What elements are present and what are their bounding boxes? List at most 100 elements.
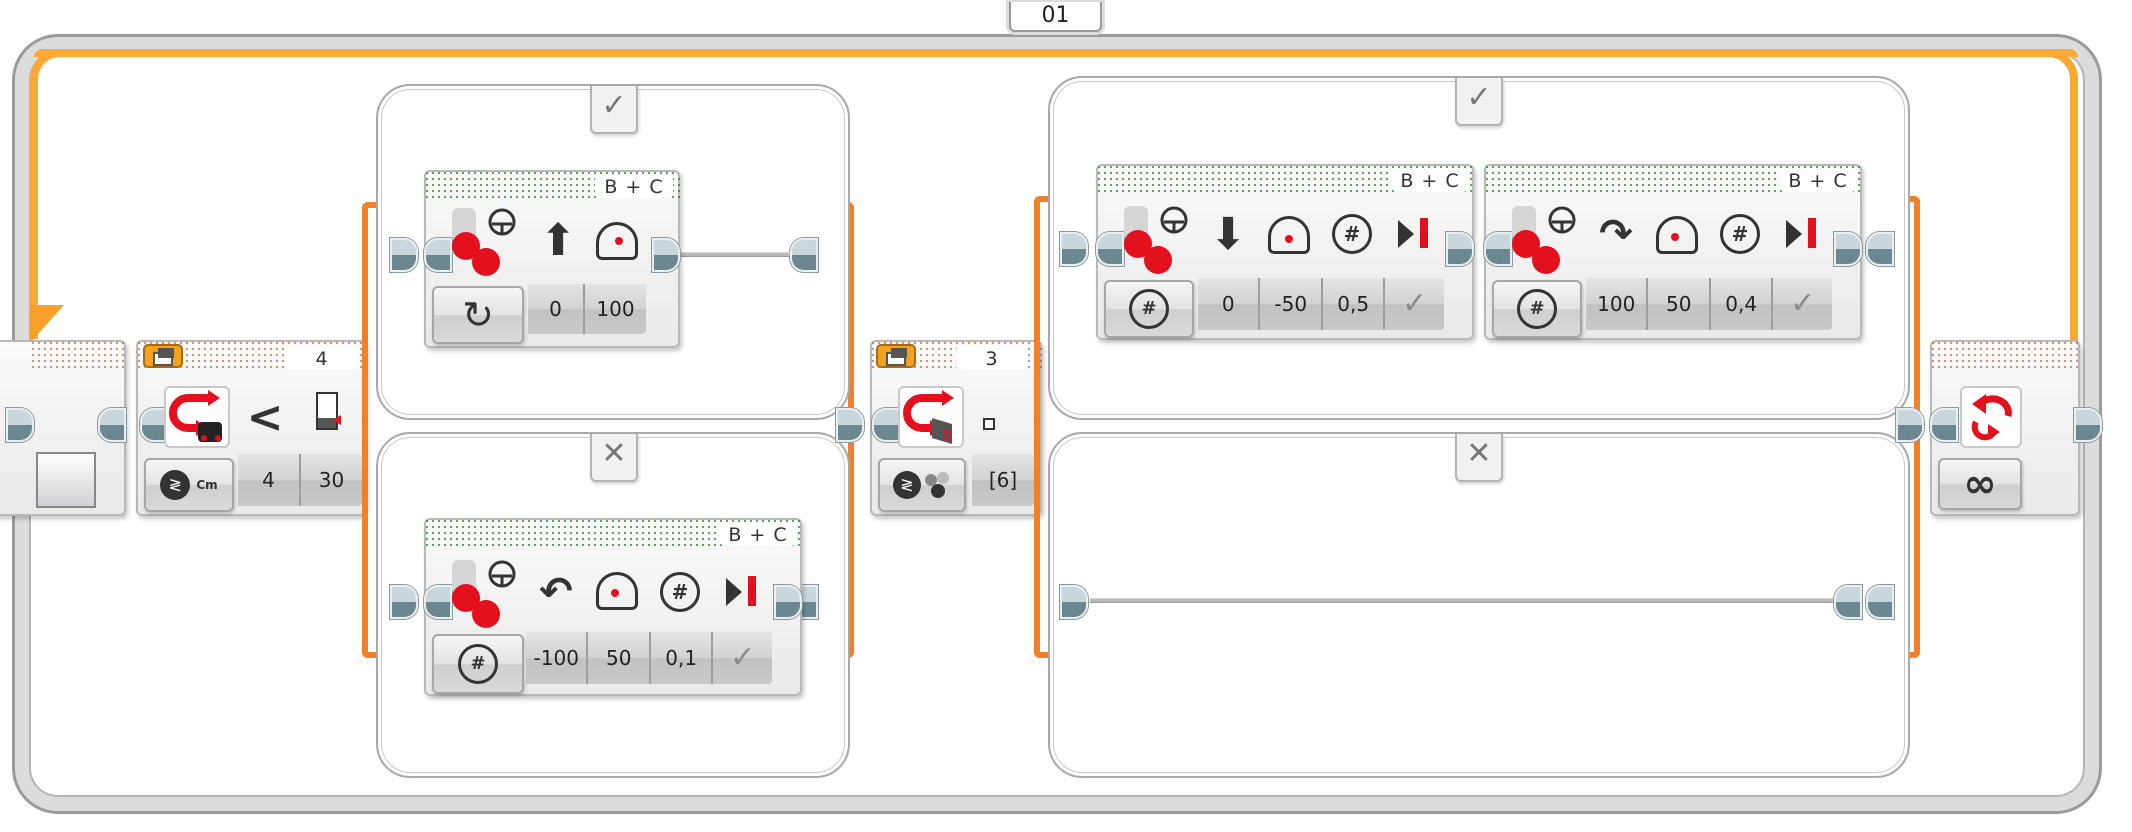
steering-param[interactable]: 100 — [1586, 278, 1649, 330]
power-param[interactable]: 50 — [1648, 278, 1711, 330]
steering-param[interactable]: -100 — [526, 632, 589, 684]
steering-param[interactable]: 0 — [1198, 278, 1261, 330]
rotations-param[interactable]: 0,5 — [1323, 278, 1386, 330]
power-gauge-icon — [596, 222, 638, 260]
threshold-param[interactable]: 30 — [318, 468, 345, 492]
motor-ports-label[interactable]: B + C — [1392, 168, 1468, 192]
switch-2-mode-button[interactable]: ≷ — [878, 458, 966, 512]
rotations-count-icon: # — [1720, 214, 1760, 254]
sequence-plug — [390, 585, 418, 619]
rotations-icon: # — [458, 644, 498, 684]
threshold-icon — [316, 392, 341, 430]
move-params: -100 50 0,1 ✓ — [526, 632, 772, 684]
sequence-plug — [1896, 408, 1924, 442]
brake-icon — [1786, 218, 1820, 250]
switch-2-case-false[interactable] — [1048, 432, 1910, 778]
motor-ports-label[interactable]: B + C — [720, 522, 796, 546]
switch-1-left-bracket — [362, 202, 376, 658]
power-gauge-icon — [1268, 216, 1310, 254]
switch-1-params: 4 30 — [238, 454, 362, 506]
brake-param[interactable]: ✓ — [1402, 286, 1428, 321]
steering-param[interactable]: 0 — [528, 284, 586, 334]
sequence-plug — [790, 238, 818, 272]
sequence-plug — [390, 238, 418, 272]
switch-2-left-bracket — [1034, 196, 1048, 658]
rotations-param[interactable]: 0,1 — [651, 632, 714, 684]
case-false-tab[interactable]: ✕ — [1455, 434, 1503, 482]
move-params: 0 100 — [528, 284, 646, 334]
compare-less-than-icon: < — [246, 391, 284, 443]
sequence-plug — [872, 408, 900, 442]
power-param[interactable]: -50 — [1260, 278, 1323, 330]
color-sensor-icon[interactable] — [898, 386, 964, 448]
steering-up-arrow-icon: ⬆ — [539, 214, 577, 266]
steering-motors-icon — [1124, 206, 1190, 276]
power-param[interactable]: 100 — [596, 297, 635, 321]
sequence-plug — [1060, 585, 1088, 619]
brake-param[interactable]: ✓ — [730, 640, 756, 675]
loop-return-arrow-icon — [30, 305, 64, 343]
rotations-param[interactable]: 0,4 — [1711, 278, 1774, 330]
rotations-count-icon: # — [1332, 214, 1372, 254]
move-mode-rotations-button[interactable]: # — [432, 634, 524, 694]
sequence-plug — [1060, 232, 1088, 266]
rotations-count-icon: # — [660, 572, 700, 612]
sequence-plug — [1096, 232, 1124, 266]
sequence-plug — [1446, 232, 1474, 266]
sequence-wire — [678, 252, 790, 257]
sequence-plug — [2074, 408, 2102, 442]
color-dots-icon — [925, 472, 951, 498]
sequence-plug — [424, 238, 452, 272]
brake-param[interactable]: ✓ — [1790, 286, 1816, 321]
loop-return-line-top — [34, 49, 2078, 57]
sequence-plug — [6, 408, 34, 442]
steering-turn-left-icon: ↶ — [539, 569, 573, 615]
move-mode-on-button[interactable]: ↻ — [432, 286, 524, 344]
compare-distance-cm-icon: ≷ — [160, 470, 191, 500]
steering-down-arrow-icon: ⬇ — [1209, 208, 1247, 260]
power-param[interactable]: 50 — [588, 632, 651, 684]
sequence-plug — [98, 408, 126, 442]
ultrasonic-sensor-icon[interactable] — [164, 386, 230, 448]
rotations-icon: # — [1517, 289, 1557, 329]
motor-ports-label[interactable]: B + C — [1780, 168, 1856, 192]
sequence-plug — [1866, 232, 1894, 266]
switch-view-toggle-icon[interactable] — [876, 344, 916, 368]
brake-icon — [1398, 218, 1432, 250]
rotations-icon: # — [1129, 289, 1169, 329]
sequence-plug — [836, 408, 864, 442]
port-param[interactable]: 4 — [238, 454, 301, 506]
color-set-param[interactable]: [6] — [988, 468, 1018, 492]
loop-name-label[interactable]: 01 — [1009, 2, 1102, 32]
brake-icon — [726, 576, 760, 608]
motor-ports-label[interactable]: B + C — [595, 174, 673, 198]
move-mode-rotations-button[interactable]: # — [1492, 280, 1582, 338]
loop-arrows-icon[interactable] — [1960, 386, 2022, 448]
steering-turn-right-icon: ↷ — [1599, 211, 1633, 257]
steering-motors-icon — [1512, 206, 1578, 276]
case-true-tab[interactable]: ✓ — [590, 86, 638, 134]
case-false-tab[interactable]: ✕ — [590, 434, 638, 482]
switch-1-id-label[interactable]: 4 — [285, 346, 359, 370]
move-params: 100 50 0,4 ✓ — [1586, 278, 1832, 330]
infinity-icon: ∞ — [1963, 461, 1997, 507]
loop-return-line-right — [2036, 49, 2078, 349]
switch-1-mode-button[interactable]: ≷ Cm — [144, 458, 234, 512]
loop-mode-button[interactable]: ∞ — [1938, 458, 2022, 510]
move-params: 0 -50 0,5 ✓ — [1198, 278, 1444, 330]
move-mode-rotations-button[interactable]: # — [1104, 280, 1194, 338]
on-icon: ↻ — [462, 293, 494, 337]
power-gauge-icon — [596, 572, 638, 610]
loop-start-header[interactable] — [30, 340, 126, 372]
switch-2-id-label[interactable]: 3 — [956, 346, 1028, 370]
color-set-checkbox[interactable] — [983, 418, 995, 430]
power-gauge-icon — [1656, 216, 1698, 254]
steering-motors-icon — [452, 560, 518, 630]
loop-end-header[interactable] — [1930, 340, 2080, 372]
sequence-plug — [1866, 585, 1894, 619]
sequence-plug — [424, 585, 452, 619]
case-true-tab[interactable]: ✓ — [1455, 78, 1503, 126]
switch-view-toggle-icon[interactable] — [143, 344, 183, 368]
sequence-plug — [1834, 585, 1862, 619]
sequence-plug — [774, 585, 802, 619]
